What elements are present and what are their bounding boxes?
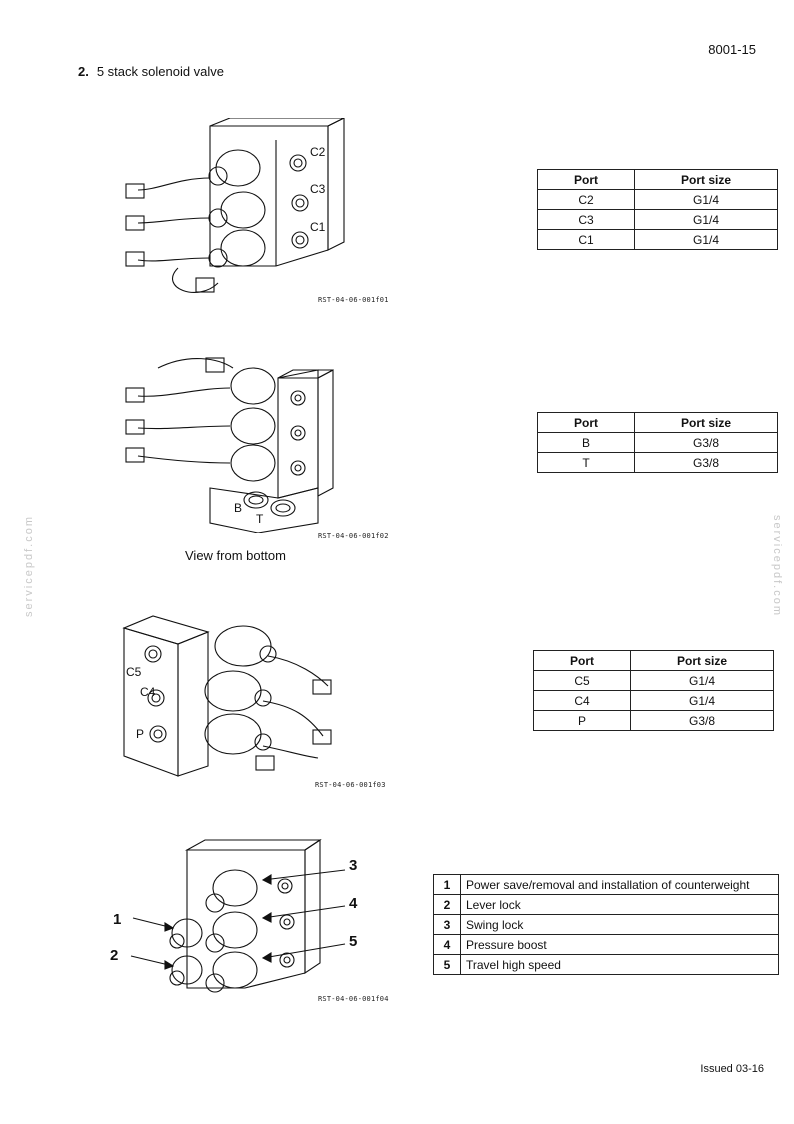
table-header-row: Port Port size [533, 650, 774, 671]
callout-4: 4 [349, 895, 358, 912]
callout-2: 2 [110, 947, 118, 964]
table-cell: C1 [537, 229, 635, 250]
figure-4-valve-drawing: 1 2 3 4 5 [110, 838, 358, 993]
table-header-port-size: Port size [630, 650, 774, 671]
callout-5: 5 [349, 933, 357, 950]
table-header-port-size: Port size [634, 412, 778, 433]
figure-2-caption: View from bottom [185, 548, 286, 563]
table-cell: G1/4 [634, 209, 778, 230]
table-cell: G1/4 [634, 189, 778, 210]
figure-3-code: RST-04-06-001f03 [315, 781, 386, 789]
table-cell: G3/8 [634, 452, 778, 473]
legend-description: Travel high speed [460, 954, 779, 975]
table-cell: C3 [537, 209, 635, 230]
port-label-c5: C5 [126, 665, 142, 679]
port-label-c2: C2 [310, 145, 326, 159]
section-title-text: 5 stack solenoid valve [96, 64, 225, 79]
watermark-left: servicepdf.com [22, 515, 35, 617]
legend-description: Pressure boost [460, 934, 779, 955]
table-cell: T [537, 452, 635, 473]
legend-description: Swing lock [460, 914, 779, 935]
legend-number: 5 [433, 954, 461, 975]
table-cell: C2 [537, 189, 635, 210]
legend-number: 4 [433, 934, 461, 955]
port-label-p: P [136, 727, 144, 741]
port-label-c3: C3 [310, 182, 326, 196]
figure-4-code: RST-04-06-001f04 [318, 995, 389, 1003]
table-cell: G3/8 [630, 710, 774, 731]
table-header-row: Port Port size [537, 412, 778, 433]
figure-2-code: RST-04-06-001f02 [318, 532, 389, 540]
watermark-right: servicepdf.com [770, 515, 783, 617]
table-header-port-size: Port size [634, 169, 778, 190]
table-cell: C4 [533, 690, 631, 711]
callout-1: 1 [113, 911, 121, 928]
legend-description: Lever lock [460, 894, 779, 915]
table-cell: G1/4 [634, 229, 778, 250]
port-label-c1: C1 [310, 220, 326, 234]
table-header-port: Port [533, 650, 631, 671]
legend-number: 1 [433, 874, 461, 895]
callout-3: 3 [349, 857, 357, 874]
legend-description: Power save/removal and installation of c… [460, 874, 779, 895]
figure-3-valve-drawing: C5 C4 P [122, 615, 332, 777]
table-header-row: Port Port size [537, 169, 778, 190]
section-title: 2. 5 stack solenoid valve [78, 64, 224, 79]
figure-1-code: RST-04-06-001f01 [318, 296, 389, 304]
page-number: 8001-15 [708, 42, 756, 57]
table-cell: G3/8 [634, 432, 778, 453]
table-cell: G1/4 [630, 690, 774, 711]
issued-date: Issued 03-16 [700, 1063, 764, 1075]
legend-number: 3 [433, 914, 461, 935]
table-cell: B [537, 432, 635, 453]
table-header-port: Port [537, 169, 635, 190]
figure-1-valve-drawing: C2 C3 C1 [125, 118, 345, 293]
legend-number: 2 [433, 894, 461, 915]
section-number: 2. [78, 64, 89, 79]
table-cell: C5 [533, 670, 631, 691]
port-label-b: B [234, 501, 242, 515]
port-label-t: T [256, 512, 264, 526]
figure-2-valve-drawing: B T [125, 357, 334, 533]
table-header-port: Port [537, 412, 635, 433]
table-cell: G1/4 [630, 670, 774, 691]
port-label-c4: C4 [140, 685, 156, 699]
table-cell: P [533, 710, 631, 731]
